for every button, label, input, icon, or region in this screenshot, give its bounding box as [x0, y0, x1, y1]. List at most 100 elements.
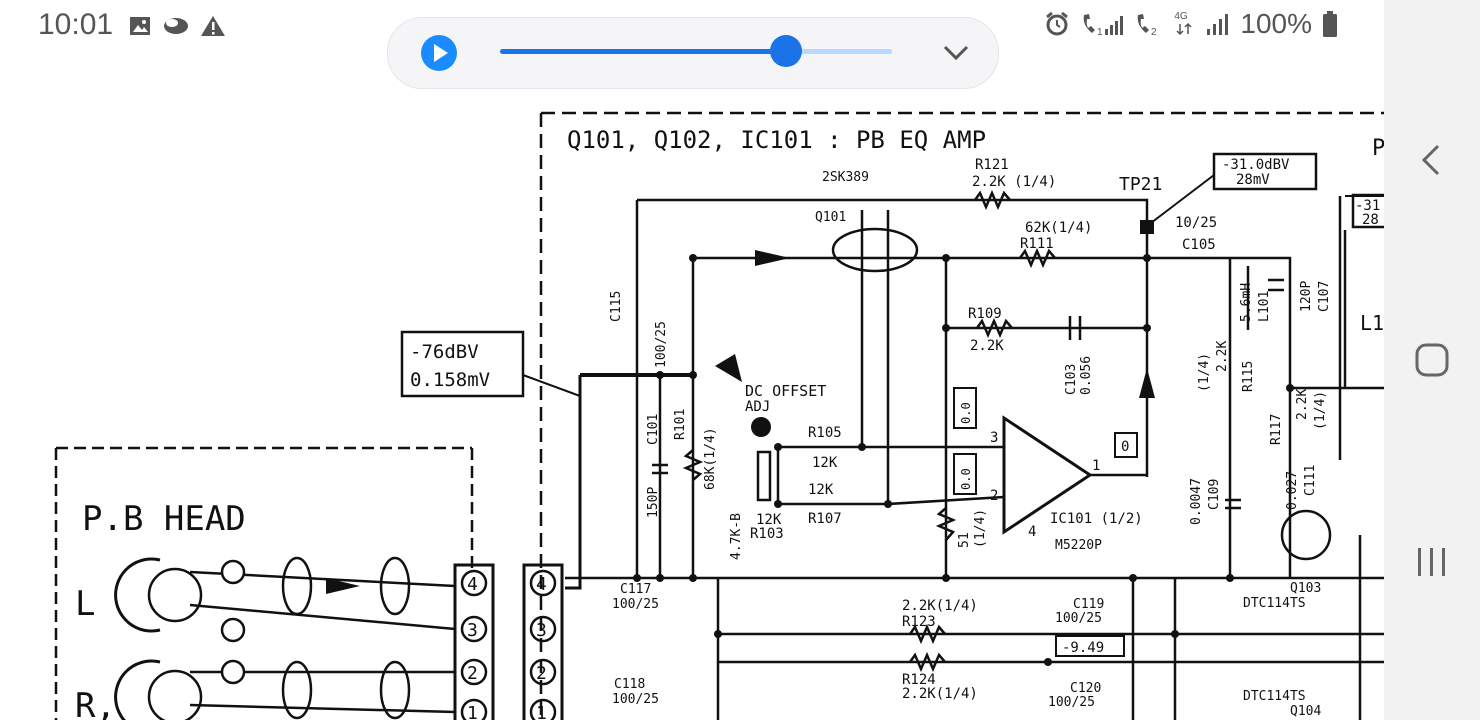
c103-ref: C103 [1064, 364, 1079, 395]
chevron-down-icon [943, 45, 969, 61]
cloud-icon [164, 18, 188, 34]
voltage-box-out: 0 [1121, 439, 1129, 455]
opamp-pin4: 4 [1028, 524, 1036, 540]
measure3-voltage: 28 [1362, 212, 1379, 228]
voltage-box-b: 0.0 [959, 468, 973, 490]
home-icon [1415, 343, 1449, 377]
c117-value: 100/25 [612, 597, 659, 612]
connector-a-pin2: 2 [467, 663, 478, 684]
r113-value: 51 [957, 532, 972, 548]
seek-bar[interactable] [500, 35, 892, 67]
c103-value: 0.056 [1079, 356, 1094, 395]
recents-button[interactable] [1408, 538, 1456, 586]
c119-ref: C119 [1073, 597, 1104, 612]
signal-icon [1207, 14, 1229, 35]
ic101-type: M5220P [1055, 538, 1102, 553]
r117-ref: R117 [1269, 414, 1284, 445]
r103-ref: R103 [750, 526, 784, 542]
call-sim1-icon: 1 [1084, 14, 1124, 37]
r103-value: 12K [756, 512, 782, 528]
r105-ref: R105 [808, 425, 842, 441]
r117-value: 2.2K [1295, 389, 1310, 420]
c119-value: 100/25 [1055, 611, 1102, 626]
c115-value: 100/25 [654, 321, 669, 368]
connector-a-pin1: 1 [467, 703, 478, 720]
r117-rating: (1/4) [1313, 391, 1328, 430]
c107-value: 120P [1299, 281, 1314, 312]
r115-rating: (1/4) [1197, 353, 1212, 392]
battery-icon [1323, 11, 1337, 37]
q103-ref: Q103 [1290, 581, 1321, 596]
voltage-box-neg: -9.49 [1062, 640, 1104, 656]
connector-b-pin2: 2 [536, 663, 547, 684]
opamp-pin1: 1 [1092, 458, 1100, 474]
r111-ref: R111 [1020, 236, 1054, 252]
vr101-value: 4.7K-B [729, 513, 744, 560]
r115-ref: R115 [1241, 361, 1256, 392]
schematic-diagram: Q101, Q102, IC101 : PB EQ AMP P P.B HEAD… [54, 111, 1384, 720]
r111-value: 62K(1/4) [1025, 220, 1092, 236]
navigation-bar [1384, 0, 1480, 720]
c101-ref: C101 [646, 414, 661, 445]
q103-type: DTC114TS [1243, 596, 1306, 611]
c120-value: 100/25 [1048, 695, 1095, 710]
status-time: 10:01 [38, 8, 114, 41]
c118-ref: C118 [614, 677, 645, 692]
c101-value: 150P [646, 487, 661, 518]
svg-text:1: 1 [1097, 27, 1103, 37]
c117-ref: C117 [620, 582, 651, 597]
image-icon [130, 17, 150, 35]
q104-ref: Q104 [1290, 704, 1321, 719]
collapse-button[interactable] [940, 38, 972, 66]
c120-ref: C120 [1070, 681, 1101, 696]
c115-ref: C115 [609, 291, 624, 322]
r107-value: 12K [808, 482, 834, 498]
c105-ref: C105 [1182, 237, 1216, 253]
home-button[interactable] [1408, 336, 1456, 384]
measure3-level: -31 [1355, 198, 1380, 214]
seek-bar-progress [500, 49, 787, 54]
r124-value: 2.2K(1/4) [902, 686, 978, 702]
adj-label: ADJ [745, 399, 770, 415]
c111-ref: C111 [1303, 465, 1318, 496]
back-icon [1421, 144, 1440, 176]
warning-icon [201, 16, 225, 36]
battery-percent: 100% [1240, 8, 1312, 39]
r124-ref: R124 [902, 672, 936, 688]
back-button[interactable] [1408, 136, 1456, 184]
r101-value: 68K(1/4) [703, 427, 718, 490]
connector-a-pin3: 3 [467, 620, 478, 641]
c107-ref: C107 [1317, 281, 1332, 312]
r113-rating: (1/4) [973, 509, 988, 548]
measure1-level: -76dBV [410, 341, 479, 363]
c105-value: 10/25 [1175, 215, 1217, 231]
play-icon [434, 44, 448, 62]
q101-type: 2SK389 [822, 170, 869, 185]
schematic-partial-label-p: P [1372, 136, 1384, 161]
recents-icon [1418, 548, 1445, 576]
c111-value: 0.027 [1285, 471, 1300, 510]
status-bar: 10:01 1 2 4G [0, 0, 1384, 52]
c109-ref: C109 [1207, 479, 1222, 510]
channel-right-label: R, [75, 686, 116, 720]
r123-ref: R123 [902, 614, 936, 630]
dc-offset-label: DC OFFSET [745, 382, 826, 400]
schematic-title: Q101, Q102, IC101 : PB EQ AMP [567, 126, 986, 154]
c109-value: 0.0047 [1189, 478, 1204, 525]
play-button[interactable] [421, 35, 457, 71]
opamp-pin3: 3 [990, 430, 998, 446]
head-title: P.B HEAD [82, 499, 246, 539]
seek-bar-thumb[interactable] [770, 35, 803, 67]
connector-b-pin4: 4 [536, 574, 547, 595]
connector-b-pin1: 1 [536, 703, 547, 720]
measure2-voltage: 28mV [1236, 172, 1270, 188]
r105-value: 12K [812, 455, 838, 471]
call-sim2-icon: 2 [1138, 14, 1157, 37]
voltage-box-a: 0.0 [959, 402, 973, 424]
r101-ref: R101 [673, 409, 688, 440]
alarm-icon [1046, 11, 1069, 36]
schematic-viewer[interactable]: Q101, Q102, IC101 : PB EQ AMP P P.B HEAD… [0, 95, 1384, 720]
tp21-label: TP21 [1119, 174, 1162, 195]
channel-left-label: L [75, 584, 95, 624]
c118-value: 100/25 [612, 692, 659, 707]
